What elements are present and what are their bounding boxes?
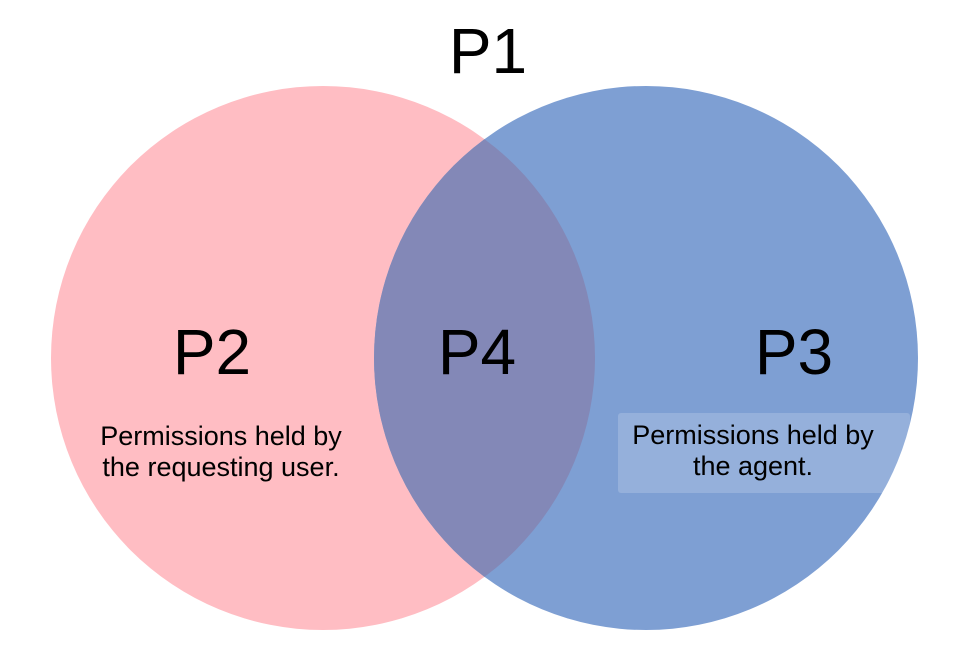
diagram-title: P1: [448, 15, 528, 87]
left-description-line-2: the requesting user.: [102, 452, 340, 482]
right-description-line-2: the agent.: [692, 451, 814, 481]
left-set-label: P2: [172, 316, 252, 388]
intersection-region: [374, 86, 595, 630]
left-set-description: Permissions held by the requesting user.: [100, 421, 342, 483]
left-description-line-1: Permissions held by: [100, 421, 342, 451]
intersection-label: P4: [437, 316, 517, 388]
right-description-highlight-box: [618, 413, 910, 493]
right-description-line-1: Permissions held by: [632, 420, 874, 450]
right-set-description: Permissions held by the agent.: [632, 420, 874, 482]
right-set-label: P3: [754, 316, 834, 388]
